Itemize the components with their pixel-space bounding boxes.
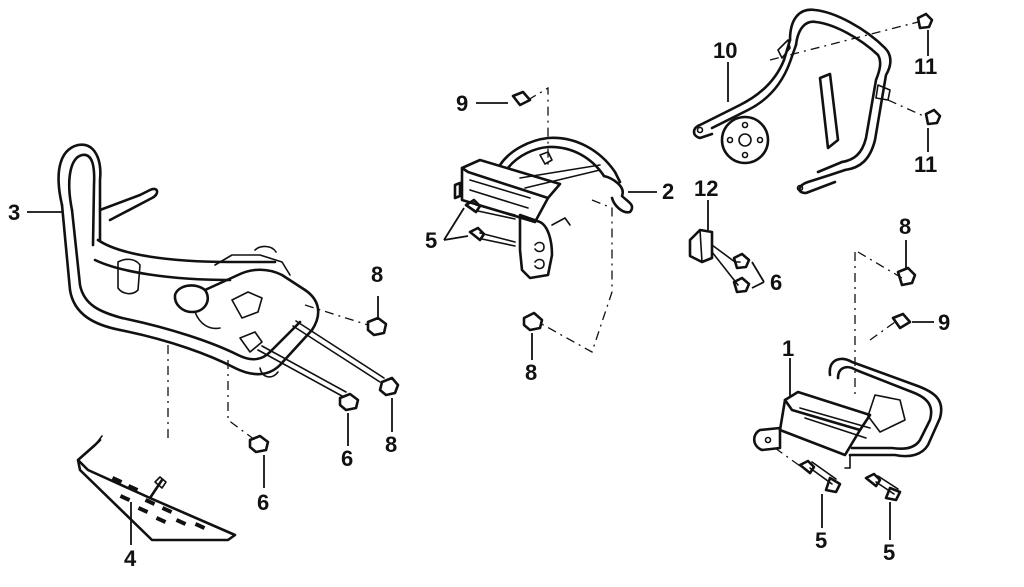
callout-8-right: 8 xyxy=(899,214,911,239)
skid-plate xyxy=(76,435,237,542)
callout-labels: 1 2 3 4 5 5 5 6 6 6 8 8 8 8 9 9 10 11 11… xyxy=(8,38,950,571)
callout-5-center: 5 xyxy=(425,228,437,253)
front-bumper-assembly xyxy=(57,143,320,378)
callout-9-center: 9 xyxy=(456,91,468,116)
center-bracket-assembly xyxy=(453,136,634,280)
small-bracket xyxy=(688,228,741,286)
callout-8-left-a: 8 xyxy=(371,262,383,287)
callout-1: 1 xyxy=(782,336,794,361)
callout-5-right-a: 5 xyxy=(815,528,827,553)
callout-12: 12 xyxy=(694,176,718,201)
callout-6-left-b: 6 xyxy=(257,490,269,515)
callout-6-right: 6 xyxy=(770,270,782,295)
callout-4: 4 xyxy=(124,546,137,571)
callout-8-center: 8 xyxy=(525,360,537,385)
rear-footrest-bracket xyxy=(752,357,943,469)
assembly-lines xyxy=(167,21,929,467)
callout-11-lower: 11 xyxy=(914,152,937,177)
callout-2: 2 xyxy=(662,179,674,204)
callout-6-left-a: 6 xyxy=(341,446,353,471)
callout-3: 3 xyxy=(8,200,20,225)
callout-11-upper: 11 xyxy=(914,54,937,79)
callout-10: 10 xyxy=(713,38,737,63)
callout-9-right: 9 xyxy=(938,310,950,335)
callout-8-left-b: 8 xyxy=(385,432,397,457)
fasteners xyxy=(248,12,942,502)
callout-5-right-b: 5 xyxy=(883,540,895,565)
leader-lines xyxy=(27,30,934,545)
